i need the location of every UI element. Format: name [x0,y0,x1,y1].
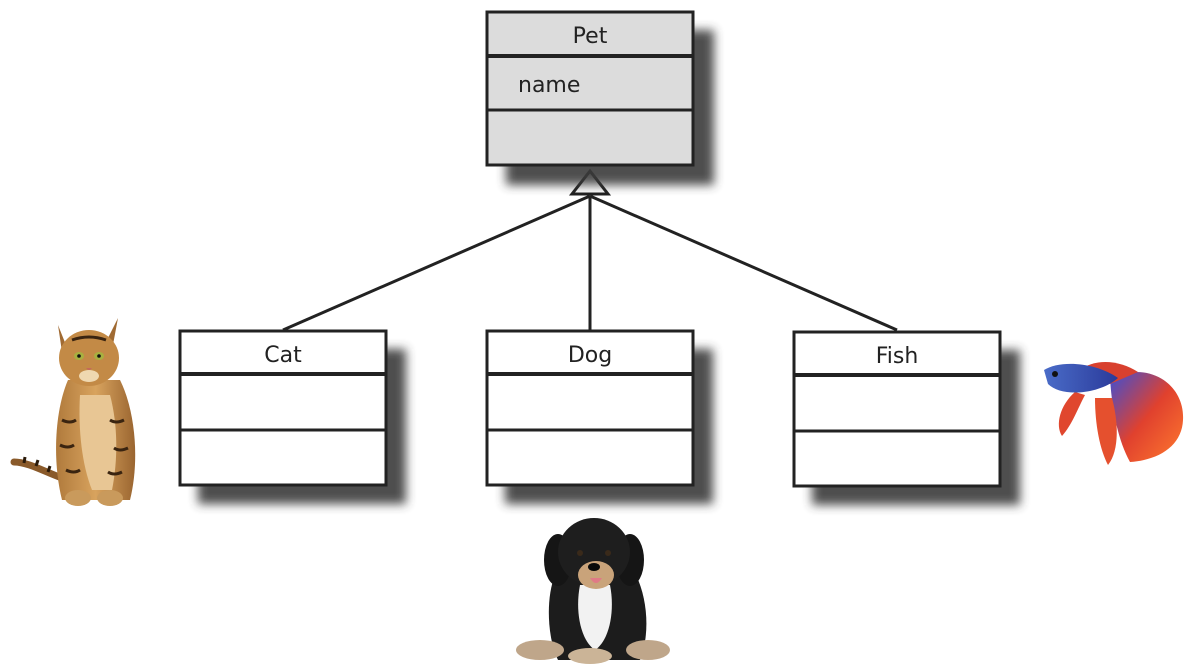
cat-photo-icon [10,318,136,506]
class-cat-name: Cat [264,343,302,368]
class-dog: Dog [485,329,713,504]
class-cat: Cat [178,329,406,504]
class-pet: Pet name [485,10,714,185]
class-fish-name: Fish [876,344,919,369]
class-fish: Fish [792,330,1020,505]
inheritance-connectors [282,168,898,332]
class-pet-name: Pet [573,24,608,49]
class-pet-box [485,10,695,167]
class-pet-attribute-name: name [518,73,580,98]
betta-fish-photo-icon [1044,361,1184,465]
class-dog-box [485,329,695,487]
connector-fish [589,194,898,332]
connector-cat [282,194,591,332]
dog-photo-icon [516,518,670,664]
class-cat-box [178,329,388,487]
class-dog-name: Dog [568,343,612,368]
class-fish-box [792,330,1002,488]
